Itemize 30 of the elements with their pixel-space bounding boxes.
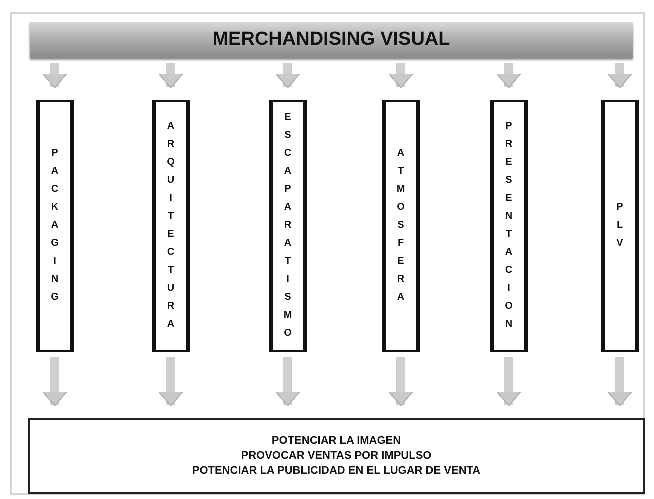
block-arrow: [276, 63, 300, 88]
block-arrow: [158, 357, 184, 406]
vertical-label: ATMOSFERA: [396, 147, 406, 305]
block-arrow: [42, 63, 68, 88]
title-text: MERCHANDISING VISUAL: [212, 29, 450, 51]
vertical-label: PLV: [616, 201, 624, 251]
result-line: PROVOCAR VENTAS POR IMPULSO: [241, 448, 432, 464]
category-column: [382, 100, 420, 352]
category-column: [269, 100, 307, 352]
title-banner: [30, 22, 633, 58]
block-arrow: [42, 357, 68, 406]
block-arrow: [608, 63, 632, 88]
vertical-label: ESCAPARATISMO: [284, 111, 292, 341]
result-line: POTENCIAR LA IMAGEN: [272, 434, 402, 448]
result-line: POTENCIAR LA PUBLICIDAD EN EL LUGAR DE VENTA: [192, 464, 481, 478]
vertical-label: ARQUITECTURA: [167, 120, 175, 332]
result-box: [28, 418, 645, 494]
vertical-label: PACKAGING: [51, 147, 59, 305]
vertical-label: PRESENTACION: [505, 120, 513, 332]
block-arrow: [158, 63, 184, 88]
block-arrow: [388, 63, 414, 88]
category-column: [36, 100, 74, 352]
block-arrow: [496, 63, 522, 88]
block-arrow: [276, 357, 300, 406]
category-column: [490, 100, 528, 352]
block-arrow: [608, 357, 632, 406]
block-arrow: [388, 357, 414, 406]
block-arrow: [496, 357, 522, 406]
category-column: [152, 100, 190, 352]
category-column: [601, 100, 639, 352]
